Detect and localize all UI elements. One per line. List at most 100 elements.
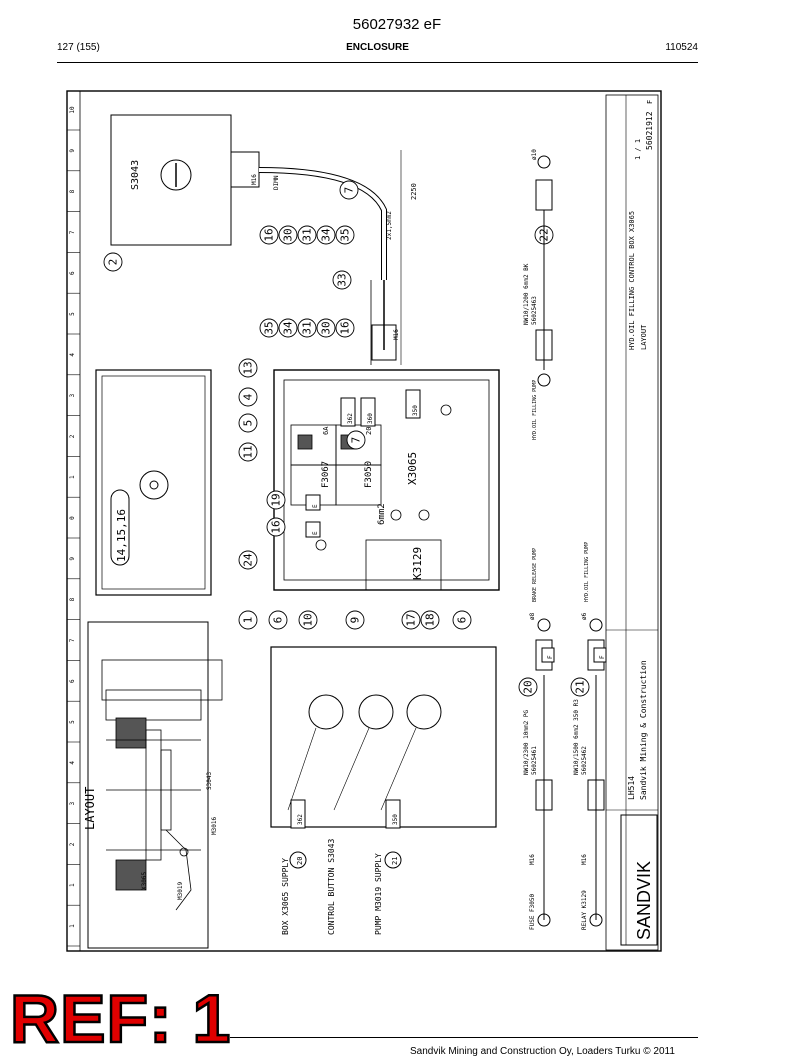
din-label: DIMN bbox=[273, 175, 280, 190]
callout-16-8-circle bbox=[266, 517, 286, 537]
x3065-small-label: X3065 bbox=[141, 872, 148, 890]
callout-11-6: 11 bbox=[242, 445, 255, 458]
callout-1-10: 1 bbox=[242, 617, 255, 624]
zone-number: 2 bbox=[69, 842, 76, 846]
ring-10-label: ø10 bbox=[531, 149, 538, 160]
callout-4-4: 4 bbox=[242, 393, 255, 400]
box-id-label: X3065 bbox=[406, 452, 419, 485]
switch-housing bbox=[110, 114, 232, 246]
ring-8-label: ø8 bbox=[529, 612, 536, 620]
callout-5-5-circle bbox=[238, 413, 258, 433]
lid-outline bbox=[95, 369, 212, 596]
zone-number: 3 bbox=[69, 801, 76, 805]
zone-number: 9 bbox=[69, 149, 76, 153]
cable22-code: 56025463 bbox=[531, 296, 538, 325]
layout-machine-sketch bbox=[101, 659, 223, 911]
zone-number: 1 bbox=[69, 475, 76, 479]
filling-pump-label-2: HYD.OIL FILLING PUMP bbox=[584, 542, 590, 602]
callout-33-2: 33 bbox=[336, 273, 349, 286]
zone-number: 7 bbox=[69, 230, 76, 234]
callout-6-11-circle bbox=[268, 610, 288, 630]
header-row: 127 (155) ENCLOSURE 110524 bbox=[57, 42, 698, 58]
drawing-title: HYD.OIL FILLING CONTROL BOX X3065 bbox=[628, 211, 636, 350]
supply2-label: CONTROL BUTTON S3043 bbox=[327, 838, 336, 935]
callout-mid-16: 16 bbox=[339, 321, 352, 334]
date-code: 110524 bbox=[665, 42, 698, 53]
callout-18-15: 18 bbox=[424, 613, 437, 626]
zone-number: 5 bbox=[69, 312, 76, 316]
gland-m16-a: M16 bbox=[251, 174, 258, 185]
zone-number: 0 bbox=[69, 516, 76, 520]
document-id: 56027932 eF bbox=[352, 16, 442, 33]
zone-number: 7 bbox=[69, 638, 76, 642]
wire-362: 362 bbox=[347, 413, 354, 424]
length-dim: 2250 bbox=[410, 183, 418, 200]
cable21-code: 56025462 bbox=[581, 746, 588, 775]
filling-pump-label: HYD.OIL FILLING PUMP bbox=[532, 380, 538, 440]
callout-33-2-circle bbox=[332, 270, 352, 290]
zone-number: 9 bbox=[69, 557, 76, 561]
zone-number: 3 bbox=[69, 393, 76, 397]
e-mark-2: E bbox=[312, 504, 319, 508]
drawing-number: 56021912 bbox=[645, 111, 654, 150]
callout-13-3: 13 bbox=[242, 361, 255, 374]
callout-top-16: 16 bbox=[263, 228, 276, 241]
detail-label: 14,15,16 bbox=[115, 509, 128, 562]
section-title: ENCLOSURE bbox=[346, 42, 409, 53]
callout-19-7: 19 bbox=[270, 493, 283, 506]
callout-21-20: 21 bbox=[574, 680, 587, 693]
drawing-rev: F bbox=[646, 100, 654, 104]
callout-top-16-circle bbox=[259, 225, 279, 245]
relay-ref-label: RELAY K3129 bbox=[581, 890, 588, 930]
f-mark-1: F bbox=[547, 655, 554, 659]
callout-13-3-circle bbox=[238, 358, 258, 378]
callout-21-20-circle bbox=[570, 677, 590, 697]
cable20-label: NW10/2300 10mm2 PG bbox=[523, 710, 530, 775]
drawing-frame bbox=[66, 90, 662, 952]
m3016-small-label: M3016 bbox=[211, 817, 218, 835]
callout-top-31-circle bbox=[297, 225, 317, 245]
callout-19-7-circle bbox=[266, 490, 286, 510]
zone-number: 10 bbox=[69, 106, 76, 114]
wire-360: 360 bbox=[367, 413, 374, 424]
callout-2-0-circle bbox=[103, 252, 123, 272]
callout-mid-16-circle bbox=[335, 318, 355, 338]
fuse1-rating: 6A bbox=[322, 426, 330, 435]
callout-20-19-circle bbox=[518, 677, 538, 697]
zone-number: 1 bbox=[69, 883, 76, 887]
callout-5-5: 5 bbox=[242, 420, 255, 427]
title-block bbox=[605, 94, 659, 951]
model-name: LH514 bbox=[627, 776, 636, 800]
wire-350: 350 bbox=[412, 405, 419, 416]
callout-18-15-circle bbox=[420, 610, 440, 630]
company-name: Sandvik Mining & Construction bbox=[639, 660, 648, 800]
cable22-label: NW10/1200 6mm2 BK bbox=[523, 263, 530, 325]
supply3-label: PUMP M3019 SUPPLY bbox=[374, 853, 383, 935]
supply1-code: 362 bbox=[297, 814, 304, 825]
callout-top-35-circle bbox=[335, 225, 355, 245]
zone-number: 4 bbox=[69, 761, 76, 765]
supply1-label: BOX X3065 SUPPLY bbox=[281, 858, 290, 935]
zone-number: 4 bbox=[69, 353, 76, 357]
callout-10-12-circle bbox=[298, 610, 318, 630]
callout-mid-31: 31 bbox=[301, 321, 314, 334]
fuse1-label: F3067 bbox=[321, 461, 331, 488]
callout-17-14: 17 bbox=[405, 613, 418, 626]
callout-mid-30: 30 bbox=[320, 321, 333, 334]
fuse2-label: F3050 bbox=[364, 461, 374, 488]
callout-10-12: 10 bbox=[302, 613, 315, 626]
callout-mid-35: 35 bbox=[263, 321, 276, 334]
cable20-code: 56025461 bbox=[531, 746, 538, 775]
brand-name: SANDVIK bbox=[634, 861, 654, 940]
callout-mid-31-circle bbox=[297, 318, 317, 338]
relay-id-label: K3129 bbox=[411, 547, 424, 580]
cable-note: 2x1,5mm2 bbox=[386, 211, 393, 240]
drawing-subtitle: LAYOUT bbox=[640, 324, 648, 350]
callout-6-16: 6 bbox=[456, 617, 469, 624]
layout-label: LAYOUT bbox=[83, 787, 97, 830]
callout-1-10-circle bbox=[238, 610, 258, 630]
callout-9-13: 9 bbox=[349, 617, 362, 624]
